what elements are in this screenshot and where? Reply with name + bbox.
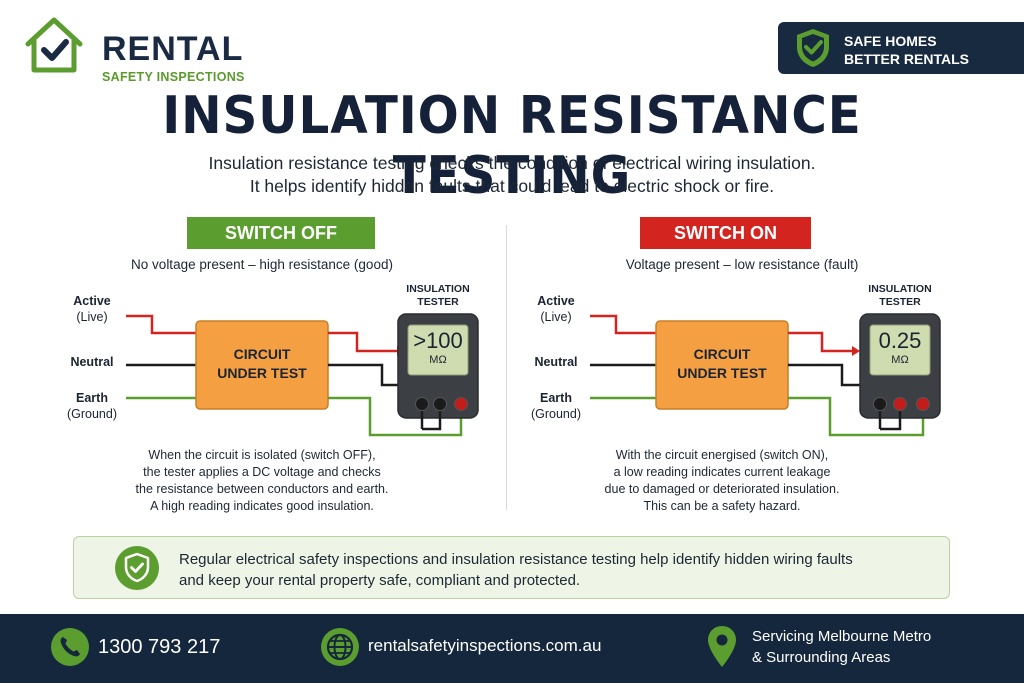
tester-label-line-2: TESTER bbox=[879, 296, 921, 308]
active-wire bbox=[590, 314, 657, 335]
tester-label-line-1: INSULATION bbox=[868, 283, 932, 295]
switch-on-explanation: With the circuit energised (switch ON), … bbox=[567, 447, 877, 515]
earth-label-text: Earth bbox=[540, 391, 572, 405]
probe-terminal-red-2 bbox=[916, 397, 930, 411]
active-label-text: Active bbox=[537, 294, 575, 308]
page-title: INSULATION RESISTANCE TESTING bbox=[162, 86, 862, 206]
switch-off-badge: SWITCH OFF bbox=[187, 217, 375, 249]
tester-screen bbox=[869, 324, 931, 376]
neutral-out-wire bbox=[328, 363, 400, 387]
service-area-line-1: Servicing Melbourne Metro bbox=[752, 628, 932, 645]
active-label-text: Active bbox=[73, 294, 111, 308]
switch-on-expl-line-2: a low reading indicates current leakage bbox=[613, 465, 831, 479]
earth-label-sub: (Ground) bbox=[66, 407, 118, 421]
globe-icon[interactable] bbox=[320, 627, 360, 667]
switch-on-panel: SWITCH ON Voltage present – low resistan… bbox=[512, 215, 1012, 525]
neutral-label: Neutral bbox=[57, 354, 127, 370]
shield-check-icon bbox=[797, 29, 829, 67]
switch-on-expl-line-3: due to damaged or deteriorated insulatio… bbox=[604, 482, 840, 496]
switch-on-expl-line-1: With the circuit energised (switch ON), bbox=[615, 448, 829, 462]
switch-on-description: Voltage present – low resistance (fault) bbox=[625, 257, 859, 272]
website-link[interactable]: rentalsafetyinspections.com.au bbox=[368, 636, 602, 655]
active-label: Active (Live) bbox=[57, 293, 127, 325]
service-area: Servicing Melbourne Metro & Surrounding … bbox=[752, 626, 931, 668]
brand-title: RENTAL bbox=[102, 30, 244, 68]
tester-label-line-1: INSULATION bbox=[406, 283, 470, 295]
brand-subtitle: SAFETY INSPECTIONS bbox=[102, 70, 245, 84]
active-wire bbox=[126, 314, 197, 335]
tester-display: 0.25 MΩ bbox=[870, 329, 930, 367]
safety-note-text: Regular electrical safety inspections an… bbox=[179, 549, 853, 591]
circuit-label-line-2: UNDER TEST bbox=[677, 365, 767, 381]
tester-display: >100 MΩ bbox=[408, 329, 468, 367]
circuit-label-line-2: UNDER TEST bbox=[217, 365, 307, 381]
earth-label: Earth (Ground) bbox=[57, 390, 127, 422]
house-check-icon bbox=[25, 17, 83, 73]
phone-number[interactable]: 1300 793 217 bbox=[98, 636, 221, 658]
intro-line-2: It helps identify hidden faults that cou… bbox=[249, 176, 775, 196]
tester-label: INSULATION TESTER bbox=[392, 283, 484, 309]
neutral-label-text: Neutral bbox=[70, 355, 114, 369]
earth-label-sub: (Ground) bbox=[530, 407, 582, 421]
tester-reading: 0.25 bbox=[878, 328, 922, 353]
safety-note: Regular electrical safety inspections an… bbox=[73, 536, 950, 599]
active-label: Active (Live) bbox=[521, 293, 591, 325]
contact-footer: 1300 793 217 rentalsafetyinspections.com… bbox=[0, 614, 1024, 683]
tester-unit: MΩ bbox=[891, 354, 909, 366]
active-label-sub: (Live) bbox=[76, 310, 108, 324]
probe-terminal-black-2 bbox=[433, 397, 447, 411]
intro-line-1: Insulation resistance testing checks the… bbox=[208, 153, 816, 173]
switch-on-diagram bbox=[590, 313, 941, 437]
earth-label-text: Earth bbox=[76, 391, 108, 405]
circuit-label: CIRCUIT UNDER TEST bbox=[656, 345, 788, 383]
switch-off-expl-line-3: the resistance between conductors and ea… bbox=[135, 482, 389, 496]
safety-note-line-2: and keep your rental property safe, comp… bbox=[179, 572, 581, 589]
tagline-badge: SAFE HOMES BETTER RENTALS bbox=[778, 22, 1024, 74]
earth-out-wire bbox=[788, 396, 925, 437]
active-out-wire bbox=[328, 331, 397, 353]
tagline-line-2: BETTER RENTALS bbox=[844, 51, 969, 67]
circuit-label-line-1: CIRCUIT bbox=[233, 346, 291, 362]
switch-off-diagram bbox=[126, 313, 479, 437]
map-pin-icon bbox=[708, 626, 736, 667]
switch-off-expl-line-2: the tester applies a DC voltage and chec… bbox=[143, 465, 381, 479]
switch-off-panel: SWITCH OFF No voltage present – high res… bbox=[12, 215, 512, 525]
intro-text: Insulation resistance testing checks the… bbox=[0, 152, 1024, 198]
probe-terminal-red-1 bbox=[893, 397, 907, 411]
earth-label: Earth (Ground) bbox=[521, 390, 591, 422]
neutral-out-wire bbox=[788, 363, 862, 387]
panel-divider bbox=[506, 225, 507, 510]
tester-label: INSULATION TESTER bbox=[854, 283, 946, 309]
switch-off-expl-line-1: When the circuit is isolated (switch OFF… bbox=[148, 448, 376, 462]
tester-reading: >100 bbox=[413, 328, 463, 353]
active-out-wire bbox=[788, 331, 852, 353]
probe-terminal-black-1 bbox=[415, 397, 429, 411]
neutral-label: Neutral bbox=[521, 354, 591, 370]
service-area-line-2: & Surrounding Areas bbox=[752, 649, 891, 666]
active-label-sub: (Live) bbox=[540, 310, 572, 324]
tester-label-line-2: TESTER bbox=[417, 296, 459, 308]
switch-on-expl-line-4: This can be a safety hazard. bbox=[643, 499, 801, 513]
switch-off-description: No voltage present – high resistance (go… bbox=[131, 257, 393, 272]
tagline-line-1: SAFE HOMES bbox=[844, 33, 937, 49]
shield-check-icon bbox=[115, 546, 159, 590]
probe-terminal-black bbox=[873, 397, 887, 411]
switch-off-expl-line-4: A high reading indicates good insulation… bbox=[150, 499, 374, 513]
tester-unit: MΩ bbox=[429, 354, 447, 366]
tester-screen bbox=[407, 324, 469, 376]
circuit-label: CIRCUIT UNDER TEST bbox=[196, 345, 328, 383]
earth-out-wire bbox=[328, 396, 463, 437]
neutral-label-text: Neutral bbox=[534, 355, 578, 369]
circuit-label-line-1: CIRCUIT bbox=[693, 346, 751, 362]
switch-off-explanation: When the circuit is isolated (switch OFF… bbox=[107, 447, 417, 515]
safety-note-line-1: Regular electrical safety inspections an… bbox=[179, 551, 853, 568]
brand-logo: RENTAL SAFETY INSPECTIONS bbox=[22, 14, 262, 84]
phone-icon[interactable] bbox=[50, 627, 90, 667]
probe-terminal-red bbox=[454, 397, 468, 411]
switch-on-badge: SWITCH ON bbox=[640, 217, 811, 249]
